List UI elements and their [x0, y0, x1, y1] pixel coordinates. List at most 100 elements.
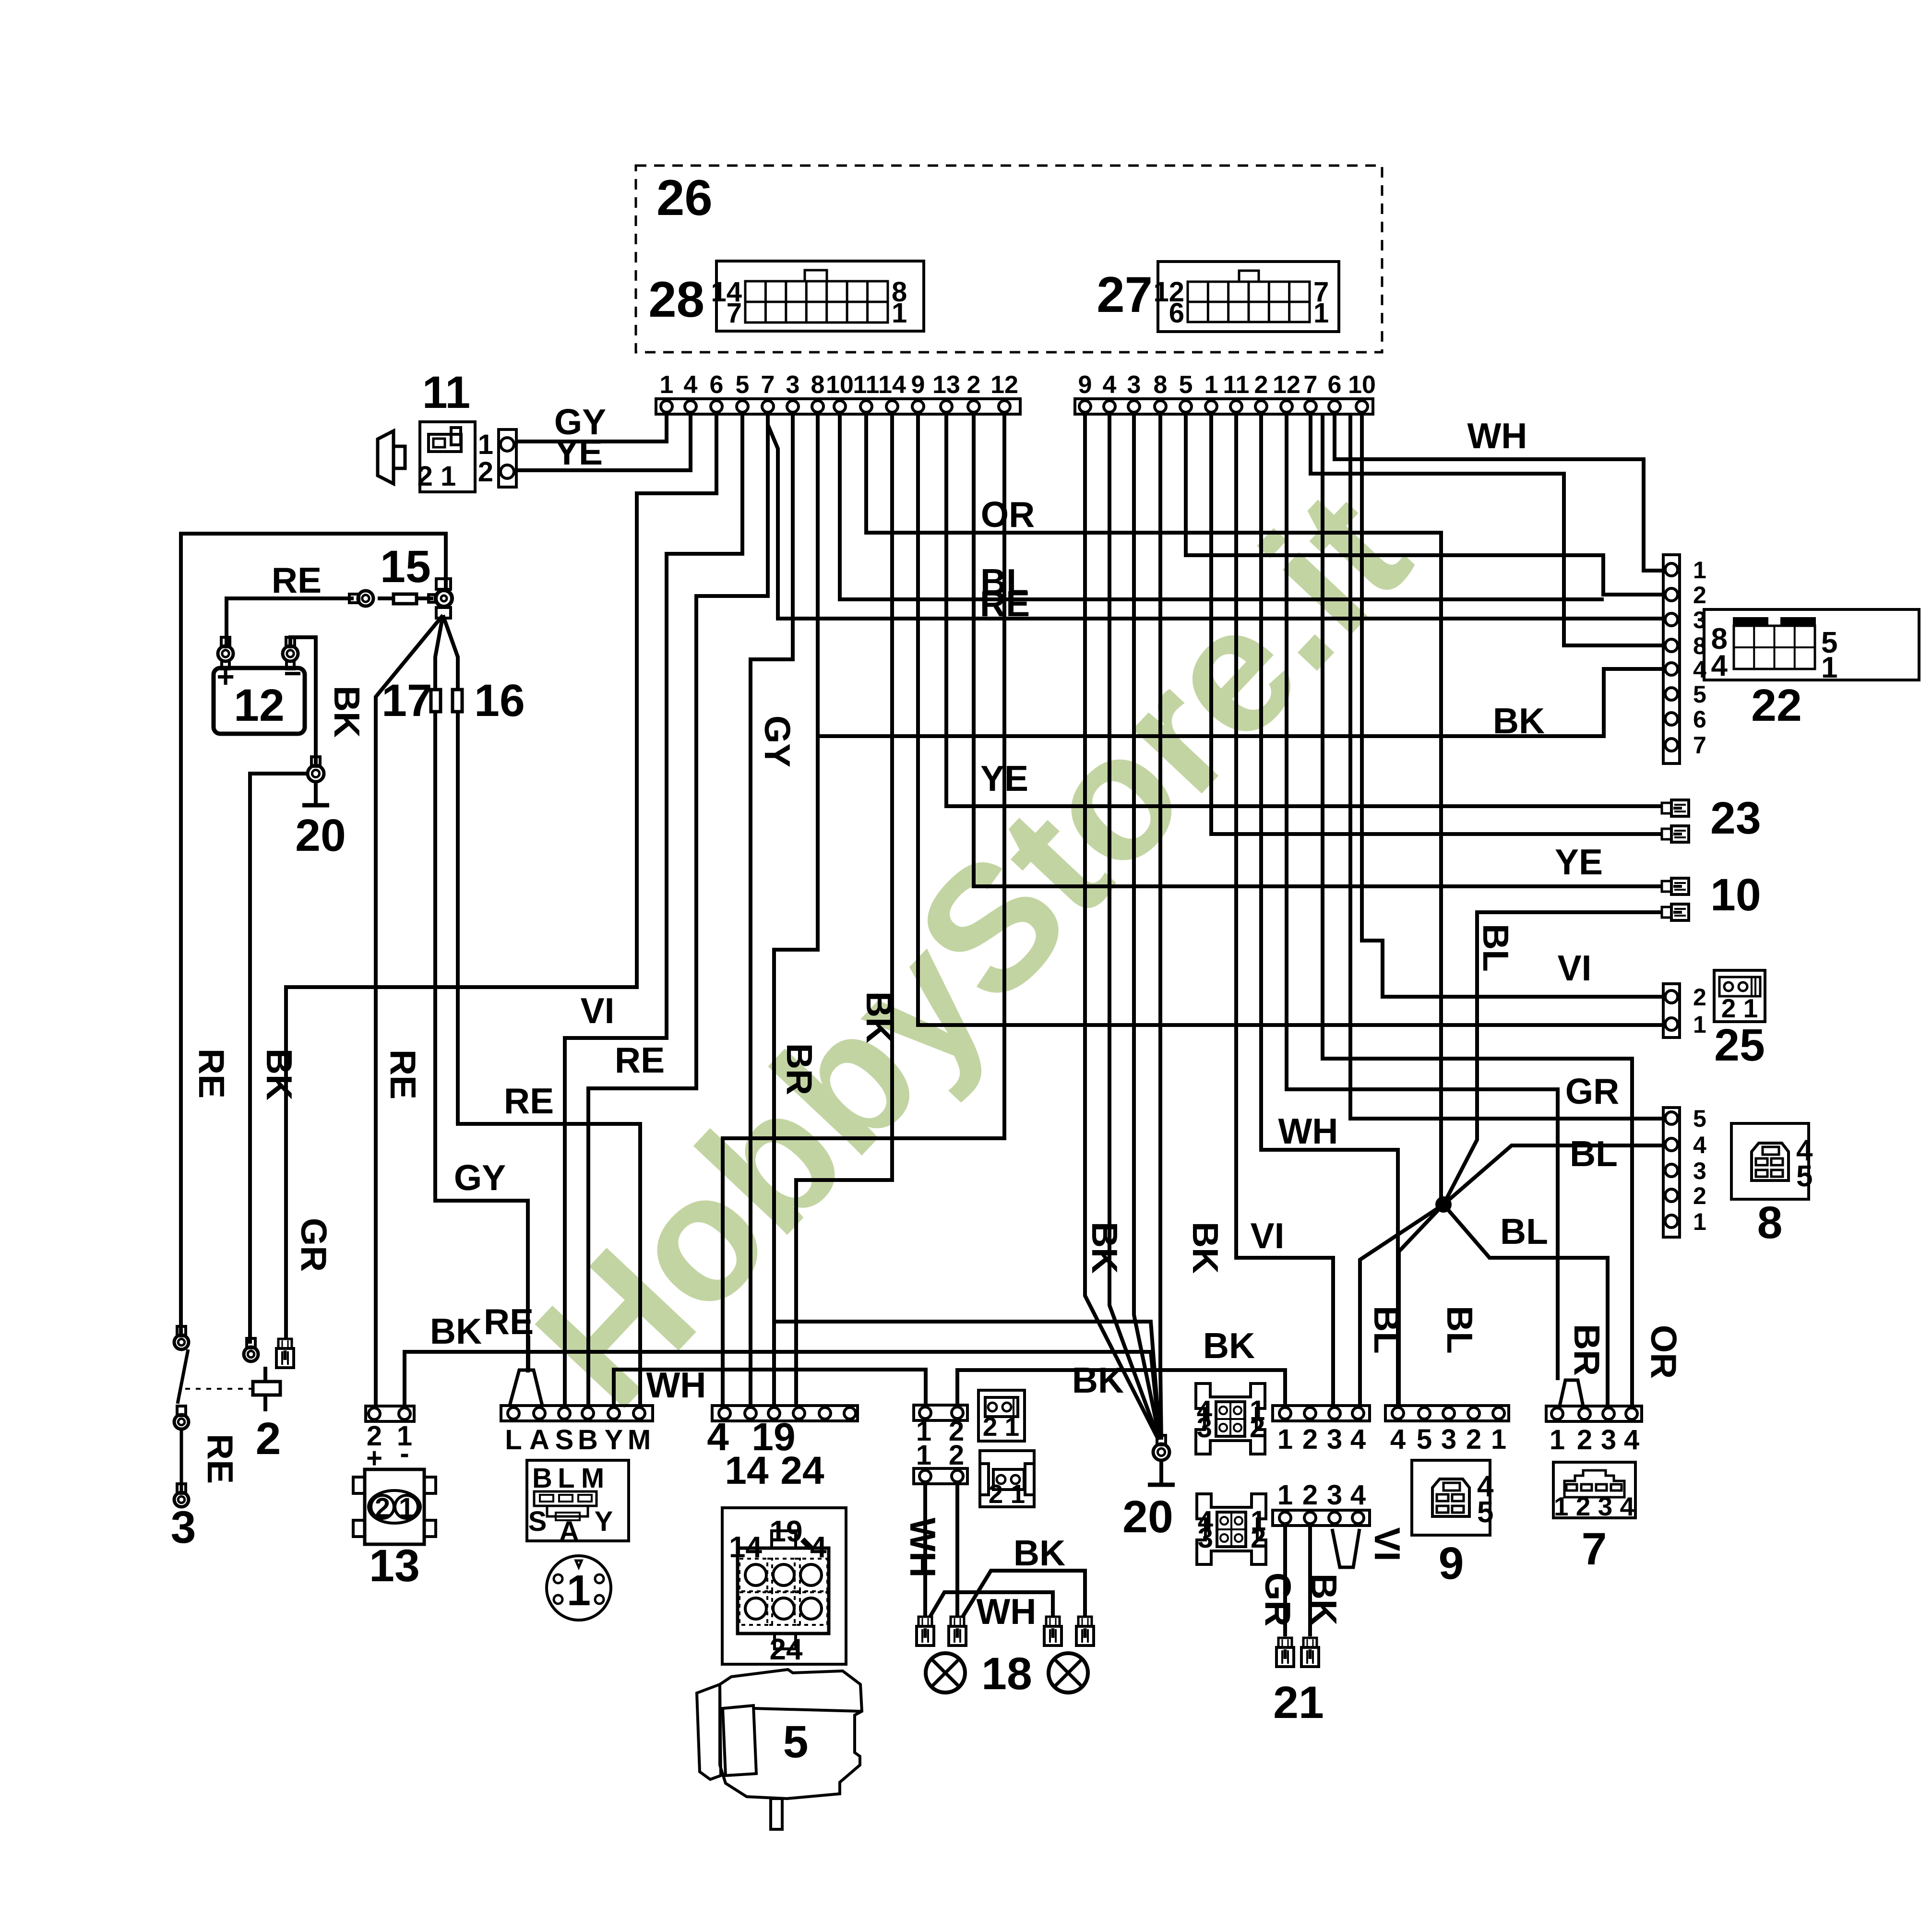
- svg-text:RE: RE: [200, 1434, 240, 1484]
- svg-text:4: 4: [1350, 1479, 1366, 1511]
- svg-text:7: 7: [761, 371, 775, 399]
- svg-text:5: 5: [1796, 1160, 1813, 1193]
- svg-text:5: 5: [1417, 1424, 1432, 1455]
- svg-text:Y: Y: [605, 1424, 623, 1455]
- svg-text:BK: BK: [259, 1049, 299, 1100]
- svg-text:28: 28: [648, 272, 704, 328]
- svg-text:19: 19: [751, 1415, 795, 1459]
- svg-text:26: 26: [656, 170, 713, 226]
- svg-text:22: 22: [1751, 680, 1802, 731]
- svg-text:S: S: [528, 1506, 547, 1537]
- svg-text:BK: BK: [327, 686, 367, 738]
- svg-text:+: +: [216, 659, 234, 694]
- svg-text:1: 1: [660, 371, 674, 399]
- svg-text:4: 4: [1103, 371, 1117, 399]
- svg-text:2: 2: [1693, 984, 1706, 1011]
- svg-text:M: M: [628, 1424, 651, 1455]
- svg-text:11: 11: [1223, 371, 1250, 399]
- svg-text:BK: BK: [1493, 701, 1545, 741]
- svg-text:YE: YE: [1555, 842, 1603, 882]
- svg-text:1: 1: [1491, 1424, 1506, 1455]
- svg-text:GR: GR: [1565, 1071, 1620, 1111]
- svg-text:4: 4: [684, 371, 698, 399]
- svg-text:2 1: 2 1: [989, 1479, 1025, 1509]
- svg-text:S: S: [555, 1424, 574, 1455]
- svg-text:14: 14: [711, 276, 742, 308]
- svg-text:10: 10: [826, 371, 854, 399]
- svg-text:WH: WH: [1278, 1111, 1338, 1151]
- svg-text:11: 11: [853, 371, 880, 399]
- svg-text:1: 1: [567, 1567, 591, 1615]
- svg-text:BK: BK: [1304, 1574, 1344, 1625]
- svg-text:BR: BR: [1567, 1324, 1607, 1376]
- svg-text:VI: VI: [581, 990, 615, 1031]
- svg-text:5: 5: [1693, 681, 1706, 708]
- svg-text:B: B: [578, 1424, 598, 1455]
- svg-text:5: 5: [1179, 371, 1193, 399]
- svg-text:1: 1: [1277, 1479, 1293, 1511]
- svg-text:-: -: [400, 1438, 409, 1469]
- svg-text:M: M: [581, 1463, 604, 1494]
- svg-text:3: 3: [786, 371, 800, 399]
- svg-text:12: 12: [1273, 371, 1300, 399]
- svg-text:4: 4: [1198, 1505, 1213, 1537]
- svg-text:23: 23: [1710, 793, 1761, 844]
- svg-text:7: 7: [1304, 371, 1318, 399]
- svg-text:1: 1: [1205, 371, 1218, 399]
- svg-text:3: 3: [171, 1502, 196, 1553]
- svg-text:6: 6: [710, 371, 724, 399]
- svg-text:8: 8: [1711, 622, 1728, 656]
- svg-text:5: 5: [1821, 626, 1837, 659]
- svg-text:A: A: [559, 1516, 579, 1547]
- svg-text:4: 4: [1350, 1424, 1366, 1455]
- svg-text:VI: VI: [1251, 1216, 1285, 1256]
- svg-text:3: 3: [1197, 1412, 1212, 1443]
- svg-text:4: 4: [707, 1415, 729, 1459]
- svg-text:BK: BK: [1203, 1325, 1255, 1366]
- svg-text:2: 2: [967, 371, 981, 399]
- svg-text:RE: RE: [504, 1081, 554, 1121]
- svg-text:1: 1: [916, 1440, 931, 1471]
- svg-text:GR: GR: [1258, 1573, 1298, 1627]
- svg-text:9: 9: [911, 371, 925, 399]
- svg-text:1 2 3 4: 1 2 3 4: [1554, 1491, 1635, 1521]
- svg-text:RE: RE: [191, 1049, 232, 1098]
- svg-text:18: 18: [981, 1648, 1032, 1699]
- svg-text:20: 20: [295, 810, 346, 861]
- svg-text:2: 2: [949, 1416, 964, 1447]
- svg-text:2: 2: [1693, 1182, 1706, 1209]
- svg-text:5: 5: [1477, 1496, 1493, 1529]
- svg-text:3: 3: [1601, 1424, 1616, 1455]
- svg-text:20: 20: [1122, 1491, 1173, 1542]
- svg-text:RE: RE: [272, 560, 322, 600]
- svg-text:GY: GY: [757, 716, 798, 767]
- svg-text:4: 4: [1796, 1134, 1813, 1167]
- svg-text:25: 25: [1714, 1020, 1765, 1071]
- svg-text:2 1: 2 1: [417, 461, 456, 492]
- svg-text:3: 3: [1198, 1523, 1213, 1554]
- svg-text:16: 16: [474, 675, 525, 726]
- svg-text:12: 12: [990, 371, 1018, 399]
- svg-text:BK: BK: [1185, 1222, 1226, 1274]
- svg-text:14: 14: [878, 371, 906, 399]
- svg-text:24: 24: [770, 1633, 803, 1666]
- svg-text:5: 5: [1693, 1105, 1706, 1132]
- svg-text:RE: RE: [484, 1301, 534, 1342]
- svg-text:2: 2: [1693, 582, 1706, 608]
- svg-text:YE: YE: [555, 432, 603, 472]
- svg-text:4: 4: [1390, 1424, 1406, 1455]
- svg-text:9: 9: [1439, 1538, 1464, 1589]
- svg-text:WH: WH: [903, 1518, 943, 1578]
- svg-text:BK: BK: [430, 1311, 482, 1351]
- svg-text:7: 7: [1582, 1524, 1607, 1574]
- svg-text:OR: OR: [981, 494, 1035, 535]
- svg-text:4: 4: [1477, 1470, 1494, 1503]
- svg-text:RE: RE: [383, 1049, 423, 1099]
- svg-text:17: 17: [382, 675, 432, 726]
- svg-text:1: 1: [1693, 1011, 1706, 1038]
- svg-text:13: 13: [369, 1540, 420, 1591]
- svg-text:BR: BR: [779, 1043, 820, 1095]
- svg-text:14: 14: [729, 1531, 762, 1564]
- svg-text:3: 3: [1693, 1157, 1706, 1184]
- svg-text:OR: OR: [1644, 1325, 1684, 1379]
